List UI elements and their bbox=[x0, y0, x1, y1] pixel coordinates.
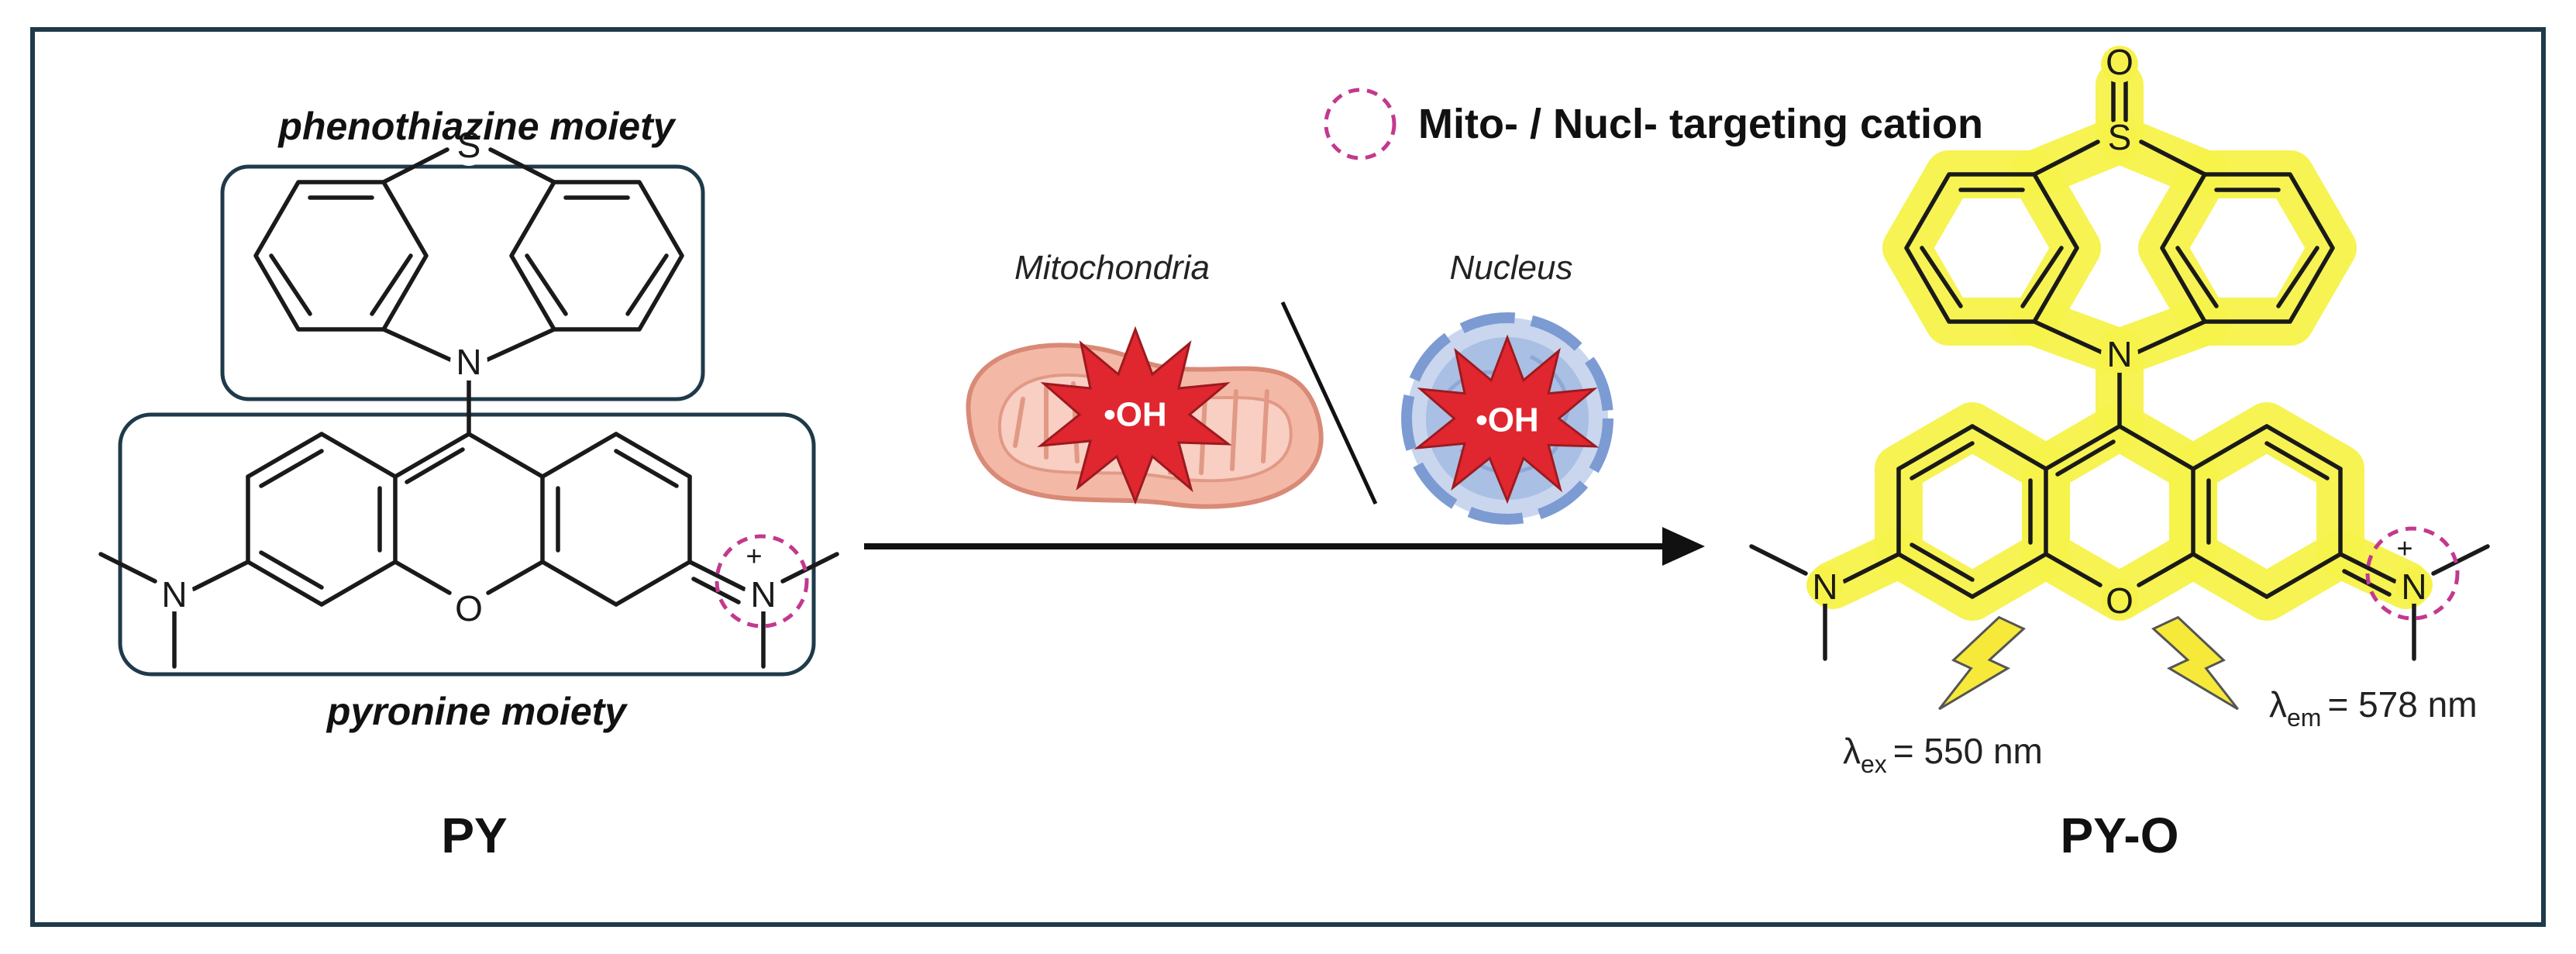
py-compound-label: PY bbox=[441, 808, 507, 863]
pyo-iminium-nitrogen-atom: N bbox=[2401, 567, 2426, 607]
pyo-cation-marker-circle bbox=[2365, 526, 2460, 621]
oxygen-atom: O bbox=[455, 588, 483, 629]
sulfoxide-oxygen-atom: O bbox=[2106, 42, 2133, 82]
hydroxyl-radical-mito: •OH bbox=[1104, 396, 1166, 434]
pyo-amine-nitrogen-atom: N bbox=[1812, 567, 1837, 607]
py-structure: S N O N N + bbox=[101, 125, 837, 677]
pyo-oxygen-atom: O bbox=[2106, 580, 2133, 621]
divider-slash bbox=[1280, 301, 1378, 505]
excitation-lightning-icon bbox=[1938, 615, 2026, 711]
emission-wavelength: λem= 578 nm bbox=[2269, 684, 2478, 732]
amine-nitrogen-atom: N bbox=[161, 574, 187, 615]
hydroxyl-radical-nucleus: •OH bbox=[1476, 401, 1538, 439]
pyo-structure: S O N O N N + bbox=[1751, 42, 2488, 659]
cation-plus: + bbox=[746, 540, 762, 572]
pyo-sulfur-atom: S bbox=[2108, 117, 2132, 157]
pyo-cation-plus: + bbox=[2396, 532, 2412, 564]
phenothiazine-label: phenothiazine moiety bbox=[277, 105, 676, 148]
emission-lightning-icon bbox=[2151, 615, 2239, 711]
legend-cation-circle bbox=[1324, 88, 1396, 160]
phenothiazine-box bbox=[220, 164, 705, 401]
reaction-arrowhead bbox=[1662, 527, 1705, 566]
pyo-compound-label: PY-O bbox=[2061, 808, 2179, 863]
nucleus-icon: •OH bbox=[1401, 312, 1613, 525]
cation-marker-circle bbox=[715, 534, 809, 629]
nucleus-label: Nucleus bbox=[1450, 249, 1573, 287]
pyronine-label: pyronine moiety bbox=[325, 690, 628, 733]
nitrogen-atom: N bbox=[456, 342, 481, 382]
sulfur-atom: S bbox=[457, 125, 481, 165]
mitochondrion-icon: •OH bbox=[966, 328, 1324, 509]
pyo-nitrogen-atom: N bbox=[2106, 334, 2132, 374]
legend-text: Mito- / Nucl- targeting cation bbox=[1418, 101, 1983, 147]
pyronine-box bbox=[118, 412, 816, 677]
iminium-nitrogen-atom: N bbox=[750, 574, 776, 615]
figure-frame bbox=[30, 27, 2546, 927]
excitation-wavelength: λex= 550 nm bbox=[1843, 731, 2043, 778]
mitochondria-label: Mitochondria bbox=[1014, 249, 1210, 287]
